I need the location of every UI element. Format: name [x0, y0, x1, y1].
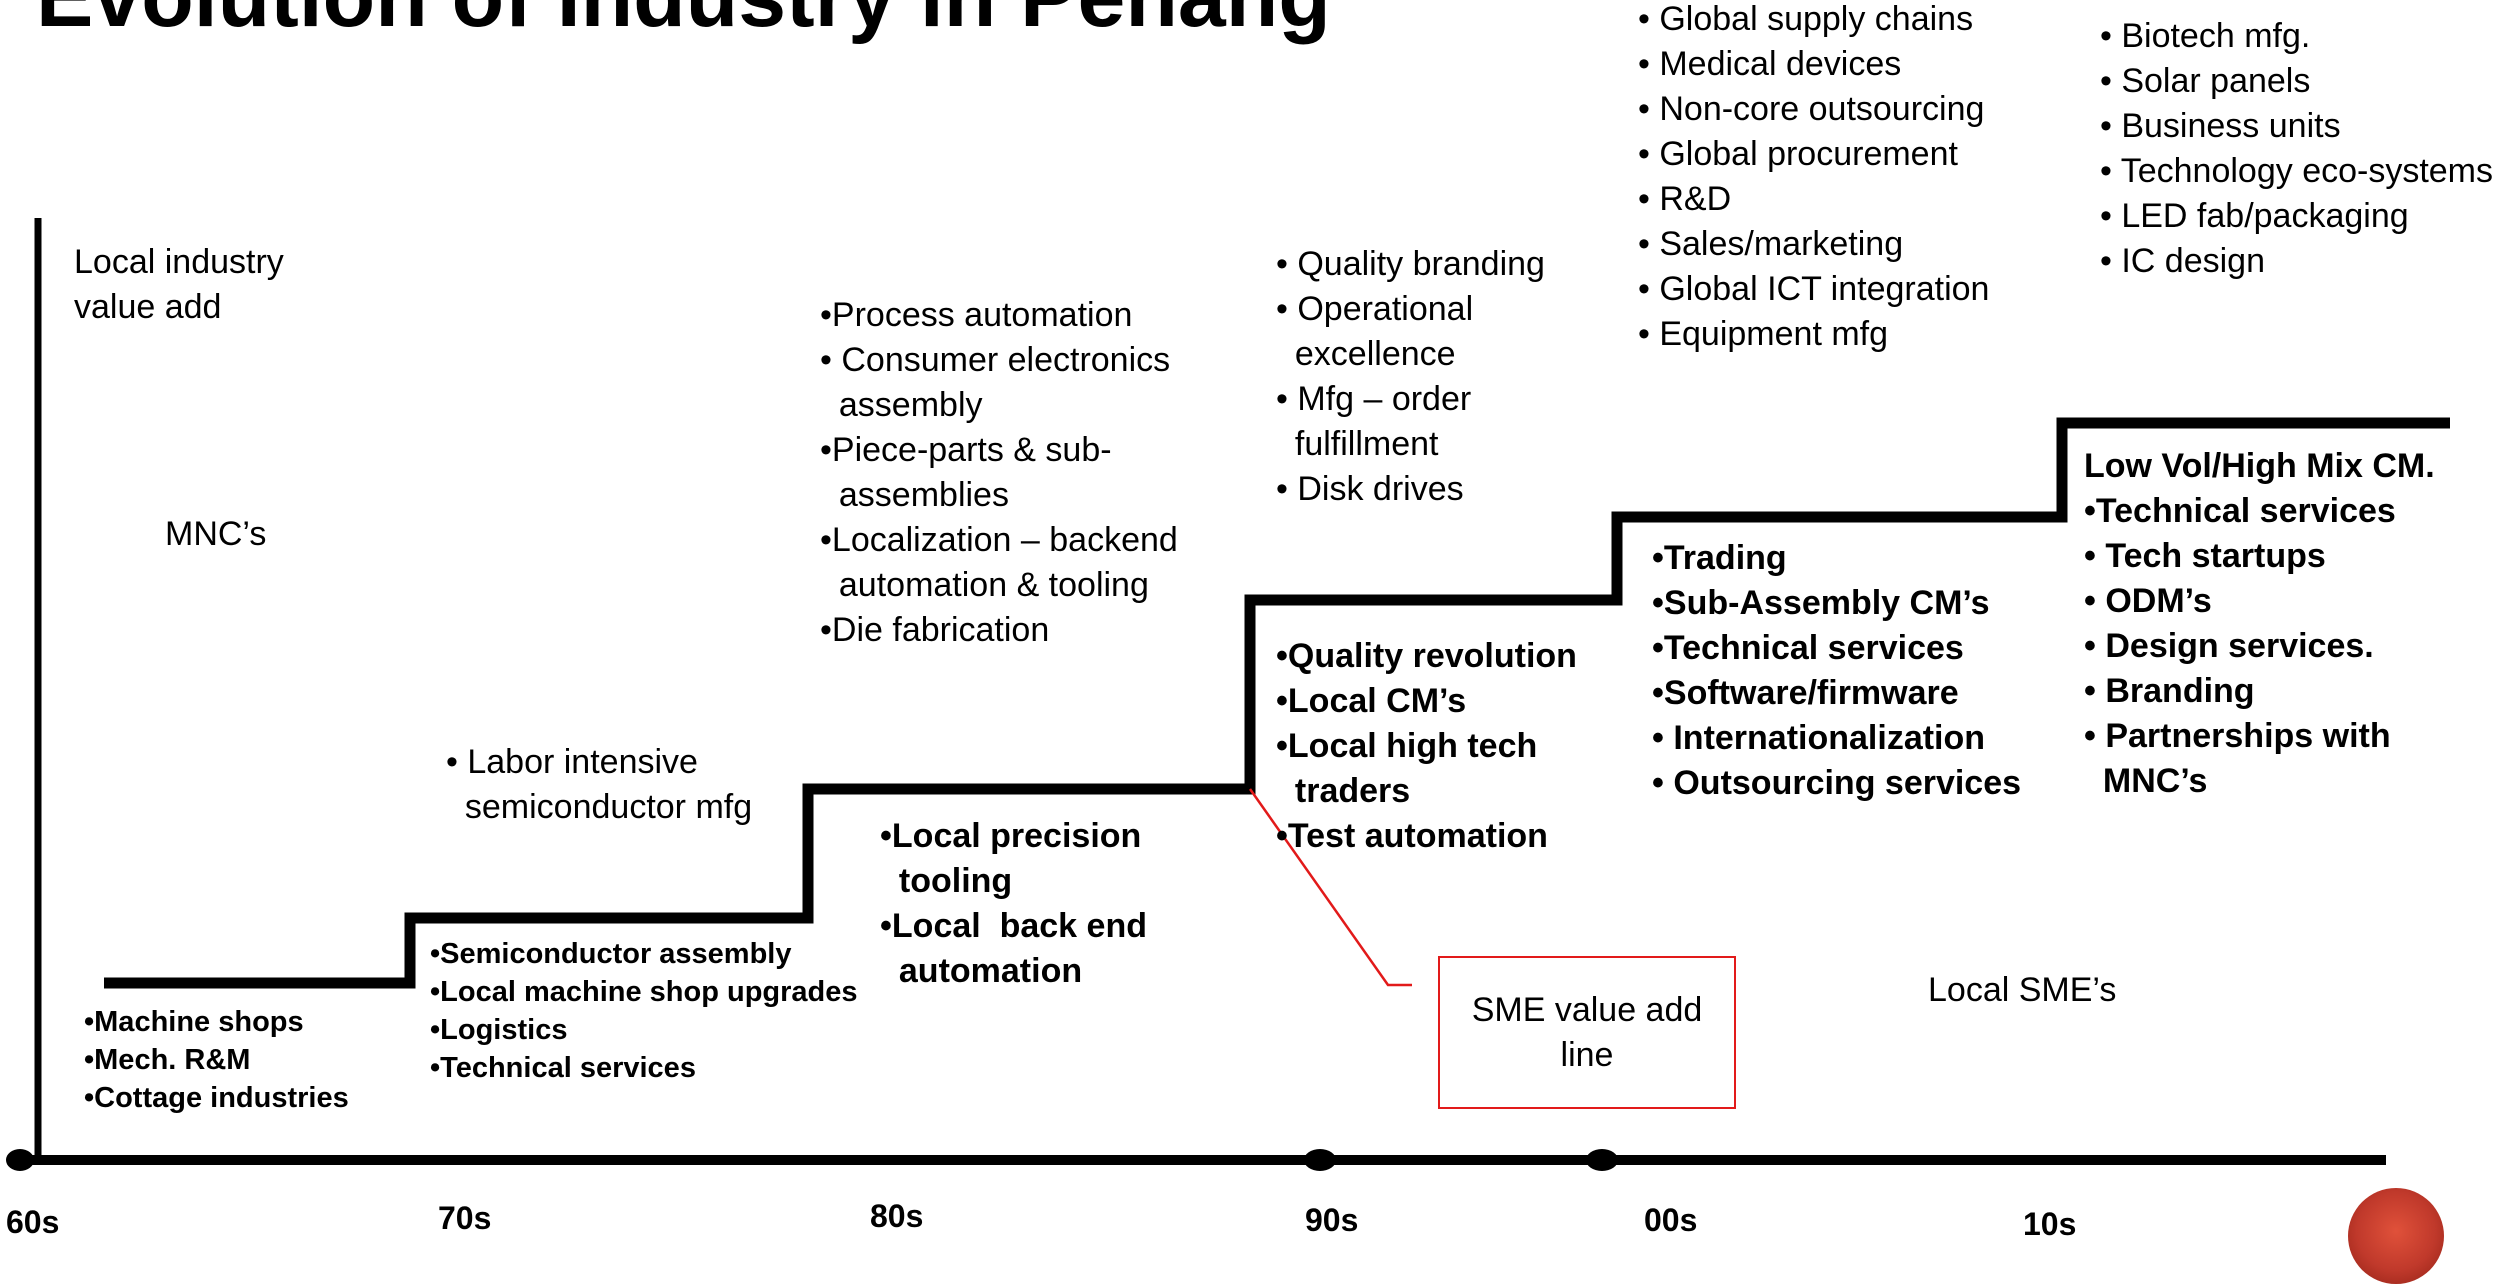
page-title: Evolution of Industry in Penang — [36, 0, 1331, 40]
list-item: • IC design — [2100, 242, 2265, 280]
list-item: •Cottage industries — [84, 1082, 349, 1114]
list-item: • Branding — [2084, 672, 2255, 710]
list-item: •Local machine shop upgrades — [430, 976, 858, 1008]
list-item: • Sales/marketing — [1638, 225, 1904, 263]
sme-list-80s: •Local precision tooling •Local back end… — [880, 814, 1147, 994]
list-item: •Localization – backend — [820, 521, 1178, 559]
list-item: •Process automation — [820, 296, 1133, 334]
list-item: • Partnerships with — [2084, 717, 2391, 755]
list-item: tooling — [880, 862, 1013, 900]
x-label-60s: 60s — [6, 1204, 60, 1240]
list-item: •Local CM’s — [1276, 682, 1467, 720]
list-item: • Mfg – order — [1276, 380, 1472, 418]
value-add-diagram — [6, 218, 2450, 1171]
list-item: •Sub-Assembly CM’s — [1652, 584, 1990, 622]
mnc-list-10s: • Biotech mfg. • Solar panels • Business… — [2100, 14, 2493, 284]
list-item: •Die fabrication — [820, 611, 1050, 649]
sme-list-60s: •Machine shops •Mech. R&M •Cottage indus… — [84, 1003, 349, 1117]
x-label-90s: 90s — [1305, 1202, 1359, 1238]
sme-list-00s: •Trading •Sub-Assembly CM’s •Technical s… — [1652, 536, 2021, 806]
list-item: Low Vol/High Mix CM. — [2084, 447, 2435, 485]
list-item: •Test automation — [1276, 817, 1548, 855]
list-item: automation & tooling — [820, 566, 1149, 604]
x-label-70s: 70s — [438, 1200, 492, 1236]
list-item: • Disk drives — [1276, 470, 1464, 508]
sme-value-add-line — [104, 417, 2450, 989]
x-label-80s: 80s — [870, 1198, 924, 1234]
list-item: •Logistics — [430, 1014, 568, 1046]
mnc-list-80s: •Process automation • Consumer electroni… — [820, 293, 1178, 653]
list-item: •Local back end — [880, 907, 1147, 945]
list-item: •Trading — [1652, 539, 1787, 577]
list-item: • Global procurement — [1638, 135, 1958, 173]
list-item: • Outsourcing services — [1652, 764, 2022, 802]
list-item: assembly — [820, 386, 983, 424]
list-item: •Semiconductor assembly — [430, 938, 792, 970]
y-axis-label: Local industry value add — [74, 243, 284, 326]
list-item: assemblies — [820, 476, 1009, 514]
list-item: • ODM’s — [2084, 582, 2212, 620]
list-item: • Global supply chains — [1638, 0, 1974, 38]
list-item: • Operational — [1276, 290, 1474, 328]
list-item: •Piece-parts & sub- — [820, 431, 1112, 469]
list-item: • Internationalization — [1652, 719, 1986, 757]
list-item: semiconductor mfg — [446, 788, 753, 826]
list-item: • R&D — [1638, 180, 1732, 218]
list-item: •Local high tech — [1276, 727, 1538, 765]
list-item: • Solar panels — [2100, 62, 2311, 100]
list-item: • Business units — [2100, 107, 2341, 145]
list-item: • Biotech mfg. — [2100, 17, 2311, 55]
list-item: • Design services. — [2084, 627, 2374, 665]
list-item: •Local precision — [880, 817, 1142, 855]
list-item: •Quality revolution — [1276, 637, 1577, 675]
sme-callout-connector — [1248, 788, 1412, 987]
list-item: • Global ICT integration — [1638, 270, 1990, 308]
list-item: • LED fab/packaging — [2100, 197, 2409, 235]
list-item: •Technical services — [2084, 492, 2396, 530]
list-item: • Tech startups — [2084, 537, 2326, 575]
list-item: •Software/firmware — [1652, 674, 1959, 712]
list-item: • Equipment mfg — [1638, 315, 1889, 353]
list-item: •Machine shops — [84, 1006, 304, 1038]
axis-marker-00s — [1586, 1149, 1618, 1171]
list-item: • Technology eco-systems — [2100, 152, 2494, 190]
list-item: •Technical services — [430, 1052, 696, 1084]
mnc-list-00s: • Global supply chains • Medical devices… — [1638, 0, 1989, 357]
list-item: • Consumer electronics — [820, 341, 1171, 379]
list-item: • Medical devices — [1638, 45, 1902, 83]
list-item: excellence — [1276, 335, 1456, 373]
list-item: •Mech. R&M — [84, 1044, 251, 1076]
list-item: • Quality branding — [1276, 245, 1545, 283]
axis-marker-90s — [1304, 1149, 1336, 1171]
mnc-label: MNC’s — [165, 515, 267, 553]
mnc-list-70s: • Labor intensive semiconductor mfg — [446, 740, 752, 830]
seal-logo — [2348, 1188, 2444, 1284]
list-item: • Non-core outsourcing — [1638, 90, 1985, 128]
sme-list-70s: •Semiconductor assembly •Local machine s… — [430, 935, 858, 1087]
sme-list-10s: Low Vol/High Mix CM. •Technical services… — [2084, 444, 2435, 804]
sme-list-90s: •Quality revolution •Local CM’s •Local h… — [1276, 634, 1577, 859]
x-label-10s: 10s — [2023, 1206, 2077, 1242]
list-item: •Technical services — [1652, 629, 1964, 667]
sme-value-add-box: SME value add line — [1438, 956, 1736, 1109]
x-label-00s: 00s — [1644, 1202, 1698, 1238]
list-item: traders — [1276, 772, 1411, 810]
list-item: automation — [880, 952, 1083, 990]
mnc-list-90s: • Quality branding • Operational excelle… — [1276, 242, 1545, 512]
axis-marker-60s — [6, 1149, 34, 1171]
list-item: MNC’s — [2084, 762, 2208, 800]
sme-label: Local SME’s — [1928, 971, 2117, 1009]
list-item: fulfillment — [1276, 425, 1439, 463]
list-item: • Labor intensive — [446, 743, 698, 781]
